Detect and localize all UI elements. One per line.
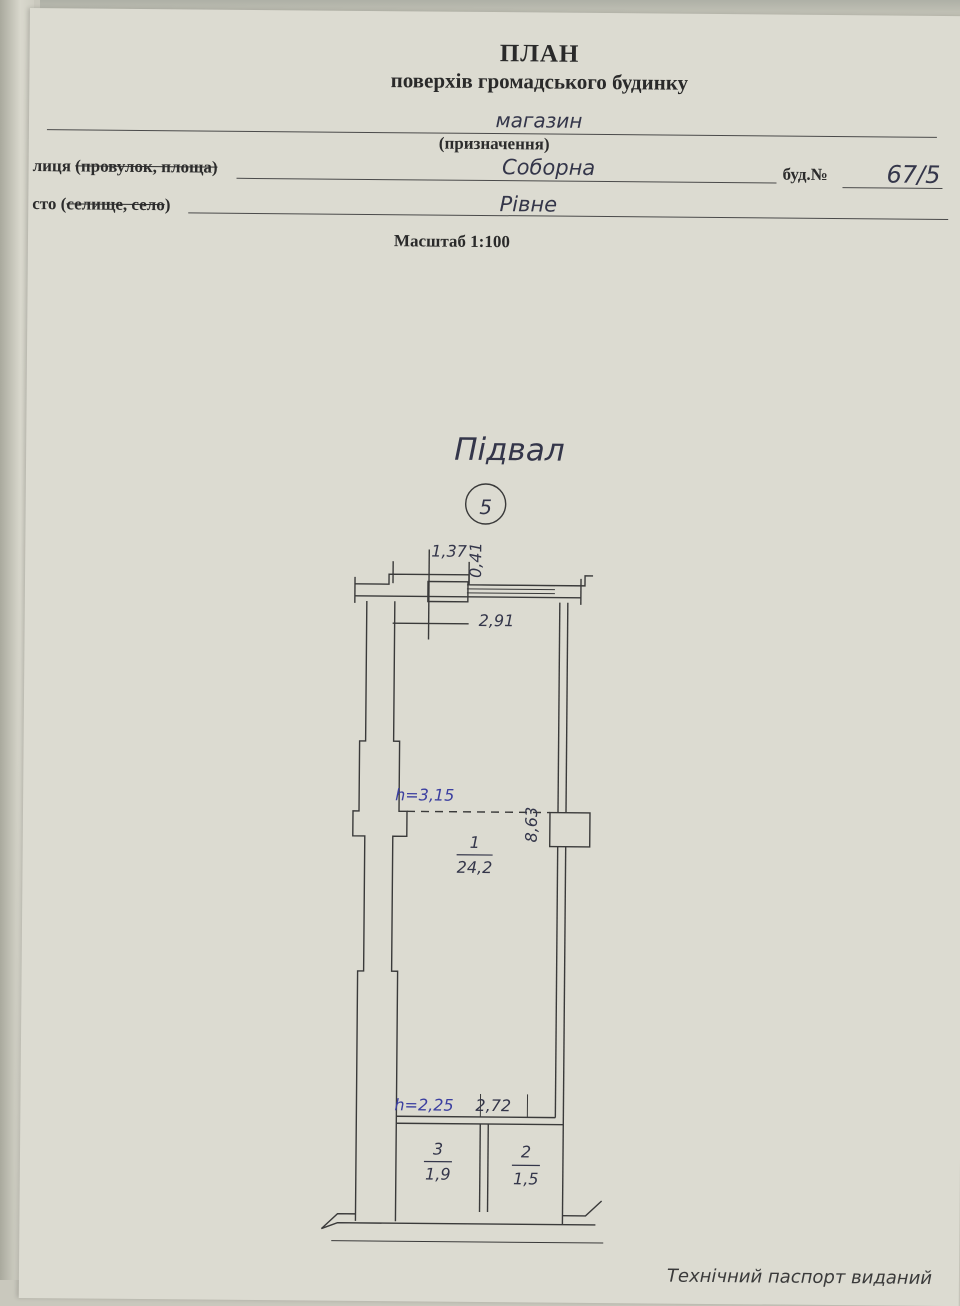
footer-note: Технічний паспорт виданий: [667, 1266, 932, 1289]
dimension-label: 0,41: [466, 542, 485, 578]
height-label: h=3,15: [395, 785, 454, 805]
room-number: 1: [470, 833, 480, 852]
dimension-label: 8,63: [522, 807, 541, 843]
dimension-label: 2,72: [475, 1096, 511, 1115]
document-page: ПЛАН поверхів громадського будинку магаз…: [19, 8, 960, 1306]
room-area: 1,9: [425, 1164, 451, 1183]
room-area: 24,2: [457, 858, 493, 877]
section-number: 5: [479, 495, 492, 519]
dimension-label: 1,37: [431, 542, 468, 561]
dimension-label: 2,91: [479, 611, 515, 630]
room-number: 3: [433, 1140, 443, 1159]
left-wall-inner: [389, 601, 408, 1221]
height-label: h=2,25: [394, 1095, 453, 1115]
floor-plan-drawing: 5 1,37 0,41 2,91 h=3,15 8,63 h=2,25 2,72…: [19, 8, 960, 1276]
room-area: 1,5: [513, 1169, 539, 1188]
left-wall-outer: [349, 601, 366, 1221]
room-number: 2: [521, 1142, 531, 1161]
